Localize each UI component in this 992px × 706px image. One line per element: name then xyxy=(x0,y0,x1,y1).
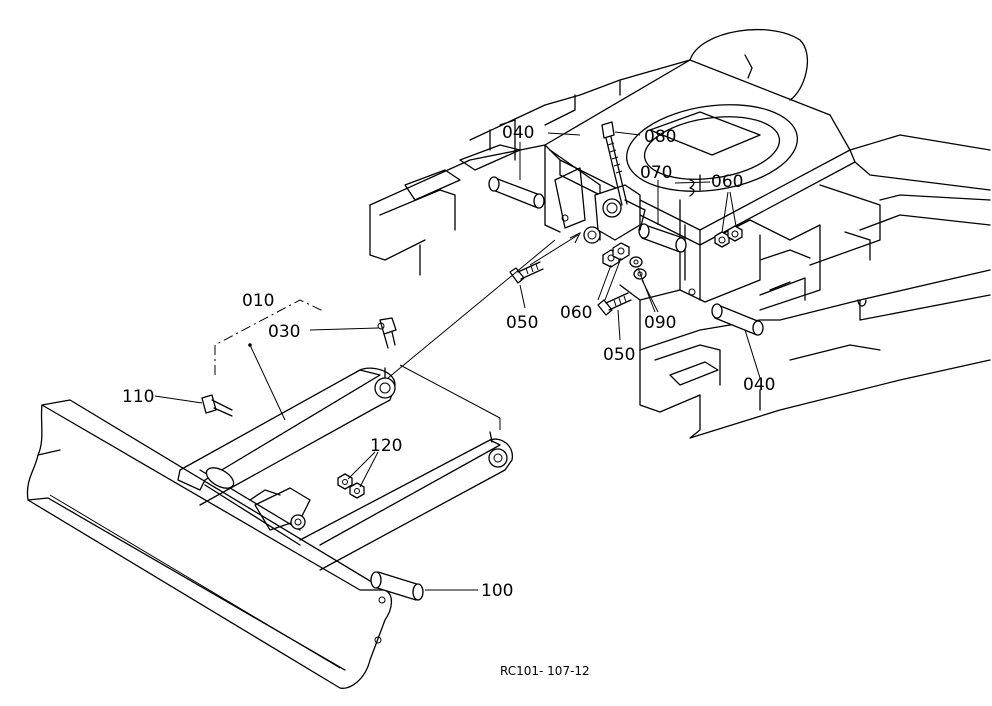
assembly-arrowhead xyxy=(569,231,582,244)
callout-080: 080 xyxy=(644,127,676,147)
callout-010: 010 xyxy=(242,291,274,311)
assembly-arrow xyxy=(529,234,579,266)
nuts-060-upper xyxy=(714,225,743,248)
frame-arms xyxy=(177,367,513,571)
bolt-050-upper xyxy=(509,261,544,284)
assembly-line-right xyxy=(399,364,501,419)
grease-fitting-030 xyxy=(377,317,397,349)
tractor-frame xyxy=(369,28,991,439)
reference-code: RC101- 107-12 xyxy=(500,664,590,678)
assembly-line-left xyxy=(387,239,556,379)
bolt-050-lower xyxy=(597,292,632,316)
pin-110 xyxy=(201,394,233,417)
callout-090: 090 xyxy=(644,313,676,333)
bolt-080 xyxy=(601,121,628,206)
nuts-120 xyxy=(337,473,365,499)
group-bracket-010 xyxy=(214,299,326,375)
callout-100: 100 xyxy=(481,581,513,601)
dozer-blade xyxy=(26,399,393,689)
pin-100 xyxy=(370,571,424,601)
pivot-bracket xyxy=(583,184,646,244)
callout-030: 030 xyxy=(268,322,300,342)
callout-060-upper: 060 xyxy=(711,172,743,192)
pin-070 xyxy=(638,223,687,253)
callout-120: 120 xyxy=(370,436,402,456)
callout-050-lower: 050 xyxy=(603,345,635,365)
pin-040-lower xyxy=(711,303,764,336)
pin-040-upper xyxy=(488,176,545,209)
callout-110: 110 xyxy=(122,387,154,407)
callout-040-lower: 040 xyxy=(743,375,775,395)
nuts-060-lower xyxy=(602,242,630,268)
callout-040-upper: 040 xyxy=(502,123,534,143)
callout-050-upper: 050 xyxy=(506,313,538,333)
callout-060-lower: 060 xyxy=(560,303,592,323)
callout-leaders xyxy=(154,131,761,591)
callout-070: 070 xyxy=(640,163,672,183)
